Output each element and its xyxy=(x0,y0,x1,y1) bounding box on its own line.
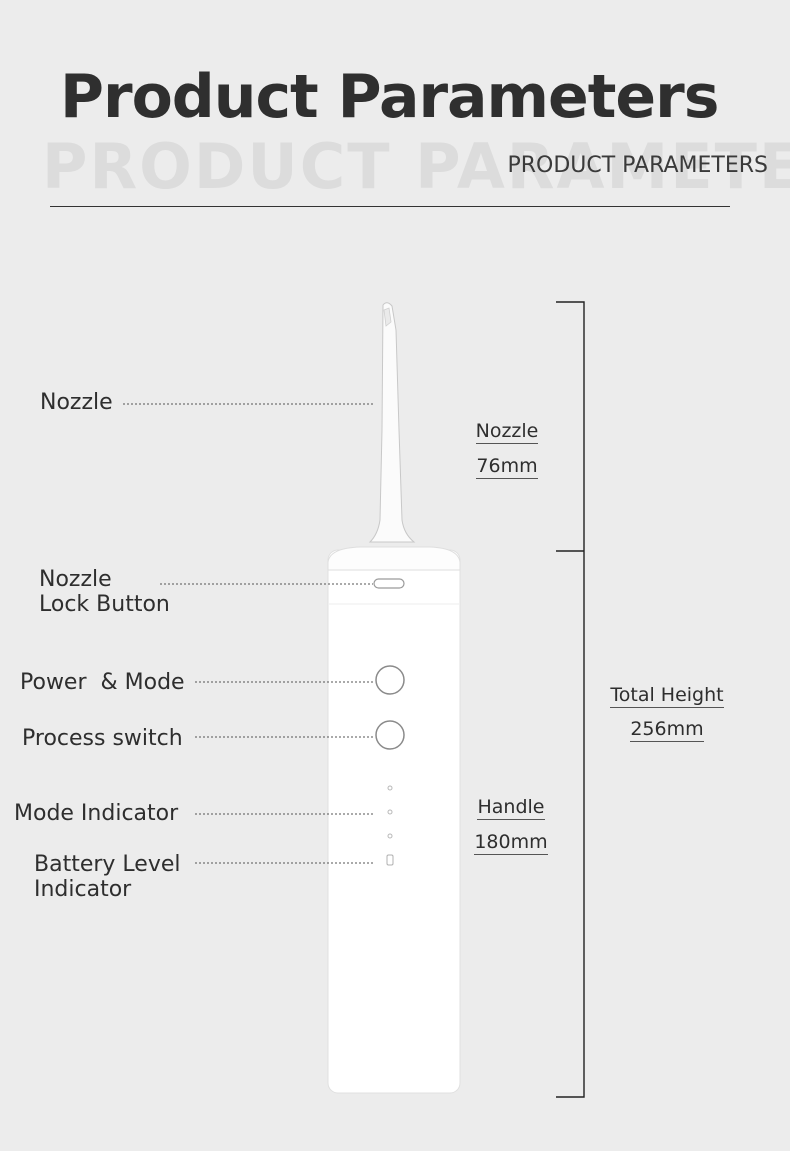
measure-total-name: Total Height xyxy=(606,684,728,708)
measure-text: 180mm xyxy=(474,831,548,855)
measure-handle-name: Handle xyxy=(470,796,552,820)
label-battery-level-indicator: Battery Level Indicator xyxy=(34,852,181,902)
label-line: Lock Button xyxy=(39,592,170,617)
title-divider xyxy=(50,206,730,207)
measure-nozzle-value: 76mm xyxy=(470,455,544,479)
measure-text: Handle xyxy=(477,796,545,820)
battery-indicator-icon xyxy=(386,854,394,866)
measure-total-value: 256mm xyxy=(606,718,728,742)
mode-indicator-dot xyxy=(387,833,393,839)
label-nozzle: Nozzle xyxy=(40,390,113,415)
handle-illustration xyxy=(327,546,461,1094)
nozzle-illustration xyxy=(368,302,416,543)
mode-indicator-dot xyxy=(387,809,393,815)
label-nozzle-lock-button: Nozzle Lock Button xyxy=(39,567,170,617)
dimension-brackets xyxy=(556,301,585,1098)
measure-text: 76mm xyxy=(476,455,538,479)
label-mode-indicator: Mode Indicator xyxy=(14,801,179,826)
page-title: Product Parameters xyxy=(60,62,719,132)
label-line: Indicator xyxy=(34,877,132,902)
power-mode-button xyxy=(375,665,405,695)
measure-text: Total Height xyxy=(610,684,724,708)
leader-lines xyxy=(123,403,373,864)
label-line: Nozzle xyxy=(39,567,112,592)
label-line: Battery Level xyxy=(34,852,181,877)
label-power-mode: Power & Mode xyxy=(20,670,185,695)
watermark-text: PRODUCT PARAMETERS xyxy=(42,130,790,203)
measure-nozzle-name: Nozzle xyxy=(470,420,544,444)
measure-handle-value: 180mm xyxy=(470,831,552,855)
page-subtitle: PRODUCT PARAMETERS xyxy=(507,153,768,178)
measure-text: Nozzle xyxy=(475,420,539,444)
mode-indicator-dot xyxy=(387,785,393,791)
process-switch-button xyxy=(375,720,405,750)
measure-text: 256mm xyxy=(630,718,704,742)
label-process-switch: Process switch xyxy=(22,726,183,751)
nozzle-lock-button xyxy=(373,578,405,589)
